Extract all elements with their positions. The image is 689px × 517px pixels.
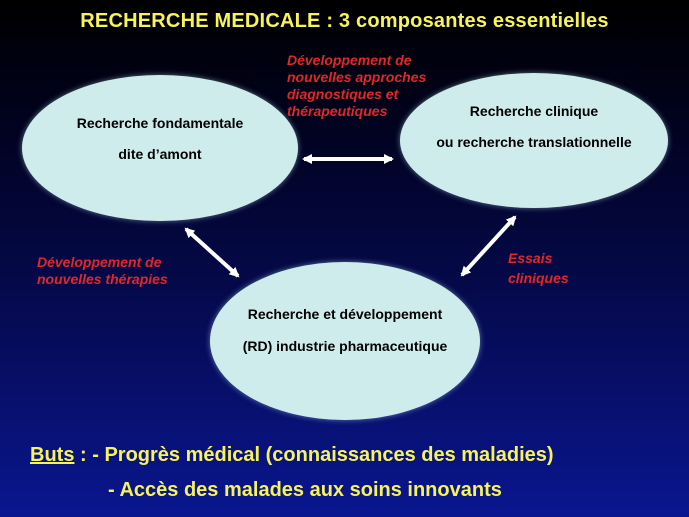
link-left-line2: nouvelles thérapies [37,271,168,287]
link-top-line4: thérapeutiques [287,103,388,119]
goals-label: Buts [30,444,75,466]
link-label-right: Essais cliniques [508,248,569,288]
node-recherche-industrie [210,262,480,420]
link-top-line3: diagnostiques et [287,86,399,102]
link-label-left: Développement de nouvelles thérapies [37,254,168,288]
goals-line2: - Accès des malades aux soins innovants [108,479,502,502]
page-title: RECHERCHE MEDICALE : 3 composantes essen… [80,10,609,32]
link-right-line1: Essais [508,250,553,266]
node-recherche-clinique [400,73,668,208]
link-top-line1: Développement de [287,52,412,68]
goal-item-2: - Accès des malades aux soins innovants [108,479,502,501]
link-right-line2: cliniques [508,270,569,286]
node-industrie-line2: (RD) industrie pharmaceutique [242,338,448,354]
node-industrie-line1: Recherche et développement [247,306,443,322]
goal-item-1: - Progrès médical (connaissances des mal… [92,444,554,466]
link-top-line2: nouvelles approches [287,69,427,85]
node-fondamentale-line1: Recherche fondamentale [76,115,244,131]
arrow-clinique-industrie [460,215,517,277]
node-fondamentale-line2: dite d’amont [118,146,202,162]
node-clinique-line1: Recherche clinique [469,103,599,119]
arrow-fondamentale-industrie [184,227,240,278]
link-label-top: Développement de nouvelles approches dia… [287,52,426,120]
node-clinique-line2: ou recherche translationnelle [436,134,632,150]
goals-separator: : [74,444,93,466]
goals-line1: Buts : - Progrès médical (connaissances … [30,444,554,467]
node-recherche-fondamentale [22,75,298,221]
link-left-line1: Développement de [37,254,162,270]
